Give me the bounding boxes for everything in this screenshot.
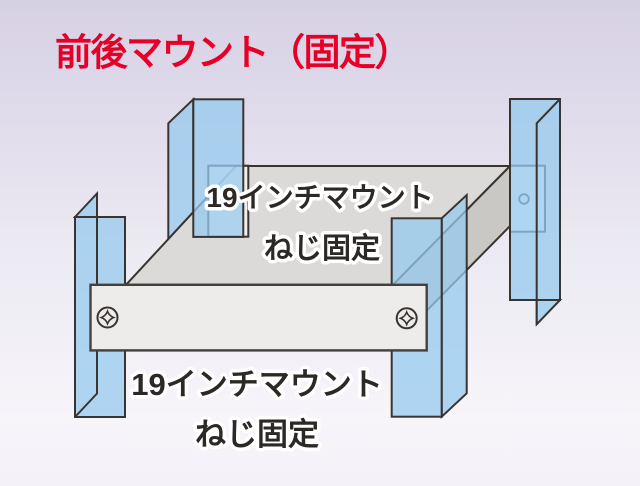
rack-post-rear-right-flange xyxy=(509,98,561,301)
rack-post-front-right-web xyxy=(440,192,468,420)
page-title: 前後マウント（固定） xyxy=(55,32,412,73)
rack-post-rear-right-web-tip xyxy=(535,299,563,327)
front-label-line2: ねじ固定 xyxy=(195,417,319,452)
rack-post-front-left-web-tip xyxy=(72,190,98,218)
rack-post-rear-left-flange xyxy=(192,98,245,238)
rack-post-rear-right xyxy=(509,98,563,327)
rack-post-front-left-web-edge xyxy=(74,193,98,418)
front-label-line1: 19インチマウント xyxy=(131,367,382,402)
front-mount-panel xyxy=(89,283,428,352)
top-face-label-line1: 19インチマウント xyxy=(206,182,433,213)
phillips-screw-icon-left xyxy=(96,306,119,329)
top-face-label-line2: ねじ固定 xyxy=(264,231,380,265)
rack-post-rear-right-web-edge xyxy=(535,98,561,325)
phillips-screw-icon-right xyxy=(395,307,418,330)
